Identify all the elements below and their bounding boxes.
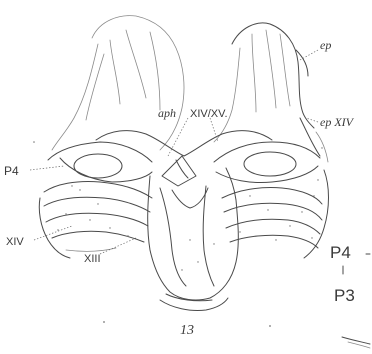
- figure-number: 13: [180, 323, 194, 338]
- stray-marks: [33, 141, 271, 327]
- label-p4-right: P4: [330, 243, 351, 262]
- left-segments: [39, 142, 152, 258]
- label-ep-xiv: ep XIV: [320, 115, 355, 129]
- label-ep: ep: [320, 38, 331, 52]
- label-xiv: XIV: [6, 236, 24, 248]
- label-p3: P3: [334, 286, 355, 305]
- ventral-body: [96, 131, 272, 311]
- label-aph: aph: [158, 106, 176, 120]
- dorsal-outline-right: [214, 23, 314, 142]
- label-p4-left: P4: [4, 164, 19, 178]
- label-xiii: XIII: [84, 253, 101, 265]
- dorsal-outline-left: [52, 16, 184, 150]
- label-xiv-xv: XIV/XV.: [190, 108, 228, 120]
